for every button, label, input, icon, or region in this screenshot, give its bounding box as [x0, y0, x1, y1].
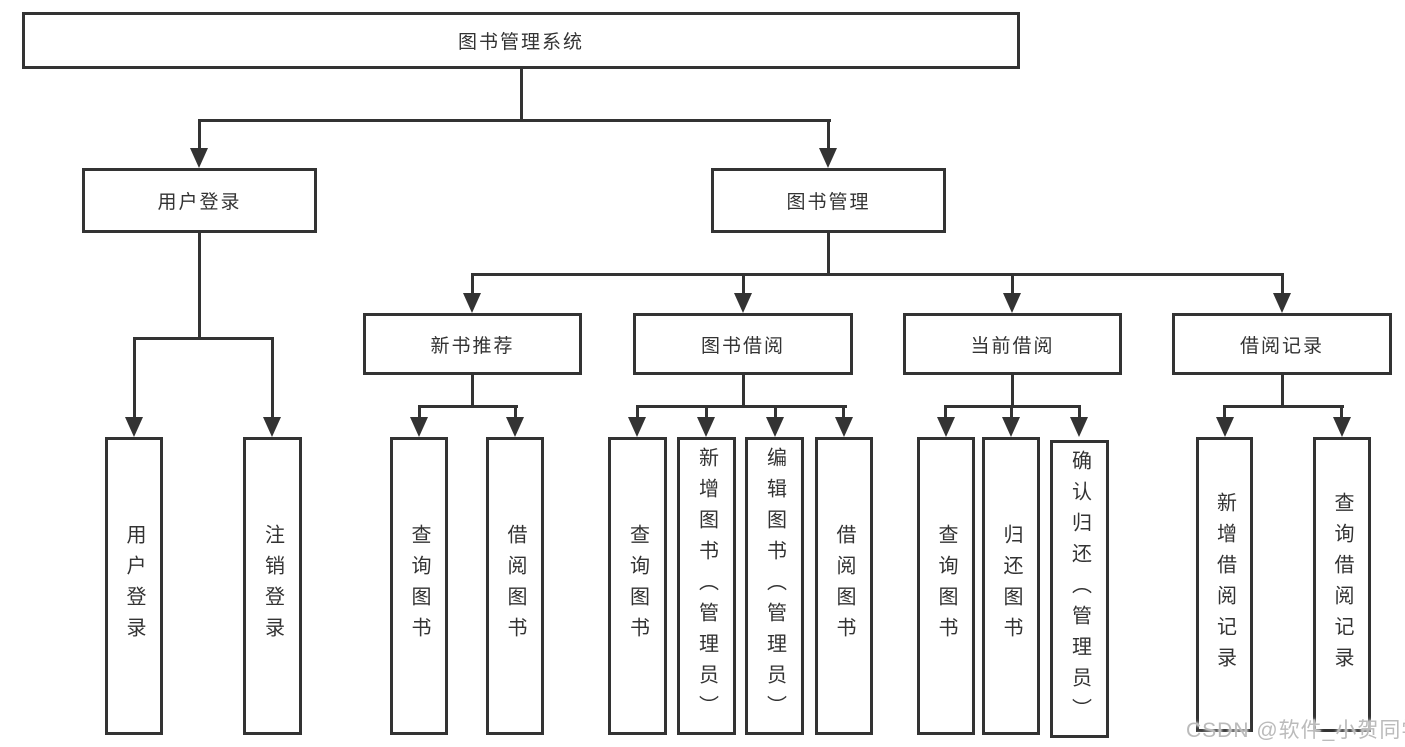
connector-line [1011, 273, 1014, 298]
connector-line [418, 405, 518, 408]
leaf-return-books: 归还图书 [982, 437, 1040, 735]
connector-line [198, 119, 201, 152]
connector-line [471, 273, 1284, 276]
leaf-query-borrow-record: 查询借阅记录 [1313, 437, 1371, 732]
connector-line [471, 273, 474, 298]
arrow-down-icon [819, 148, 837, 168]
connector-line [471, 375, 474, 408]
connector-line [636, 405, 639, 420]
connector-line [520, 69, 523, 121]
leaf-add-borrow-record: 新增借阅记录 [1196, 437, 1253, 732]
connector-line [636, 405, 847, 408]
connector-line [271, 337, 274, 420]
node-root: 图书管理系统 [22, 12, 1020, 69]
arrow-down-icon [734, 293, 752, 313]
connector-line [842, 405, 845, 420]
node-current-borrow: 当前借阅 [903, 313, 1122, 375]
arrow-down-icon [835, 417, 853, 437]
connector-line [1281, 273, 1284, 298]
node-book-borrow: 图书借阅 [633, 313, 853, 375]
connector-line [514, 405, 517, 420]
leaf-query-books-current: 查询图书 [917, 437, 975, 735]
connector-line [742, 375, 745, 408]
leaf-confirm-return-admin: 确认归还（管理员） [1050, 440, 1109, 738]
leaf-edit-books-admin: 编辑图书（管理员） [745, 437, 804, 735]
connector-line [944, 405, 947, 420]
arrow-down-icon [697, 417, 715, 437]
arrow-down-icon [463, 293, 481, 313]
connector-line [705, 405, 708, 420]
leaf-query-books-new: 查询图书 [390, 437, 448, 735]
leaf-borrow-books-new: 借阅图书 [486, 437, 544, 735]
leaf-query-books: 查询图书 [608, 437, 667, 735]
leaf-user-login: 用户登录 [105, 437, 163, 735]
node-book-mgmt: 图书管理 [711, 168, 946, 233]
arrow-down-icon [125, 417, 143, 437]
arrow-down-icon [1216, 417, 1234, 437]
connector-line [198, 119, 831, 122]
arrow-down-icon [190, 148, 208, 168]
connector-line [133, 337, 136, 420]
node-new-books: 新书推荐 [363, 313, 582, 375]
connector-line [1010, 405, 1013, 420]
arrow-down-icon [506, 417, 524, 437]
leaf-logout: 注销登录 [243, 437, 302, 735]
node-user-login: 用户登录 [82, 168, 317, 233]
arrow-down-icon [263, 417, 281, 437]
connector-line [418, 405, 421, 420]
connector-line [827, 233, 830, 276]
leaf-add-books-admin: 新增图书（管理员） [677, 437, 736, 735]
connector-line [1223, 405, 1344, 408]
connector-line [1078, 405, 1081, 420]
arrow-down-icon [628, 417, 646, 437]
arrow-down-icon [410, 417, 428, 437]
watermark-text: CSDN @软件_小贺同学 [1186, 719, 1405, 742]
connector-line [198, 233, 201, 340]
arrow-down-icon [1333, 417, 1351, 437]
connector-line [1223, 405, 1226, 420]
connector-line [1340, 405, 1343, 420]
connector-line [133, 337, 274, 340]
arrow-down-icon [937, 417, 955, 437]
connector-line [827, 119, 830, 152]
connector-line [1281, 375, 1284, 408]
leaf-borrow-books: 借阅图书 [815, 437, 873, 735]
connector-line [742, 273, 745, 298]
arrow-down-icon [1070, 417, 1088, 437]
arrow-down-icon [766, 417, 784, 437]
arrow-down-icon [1003, 293, 1021, 313]
node-borrow-records: 借阅记录 [1172, 313, 1392, 375]
arrow-down-icon [1002, 417, 1020, 437]
connector-line [1011, 375, 1014, 408]
arrow-down-icon [1273, 293, 1291, 313]
connector-line [774, 405, 777, 420]
